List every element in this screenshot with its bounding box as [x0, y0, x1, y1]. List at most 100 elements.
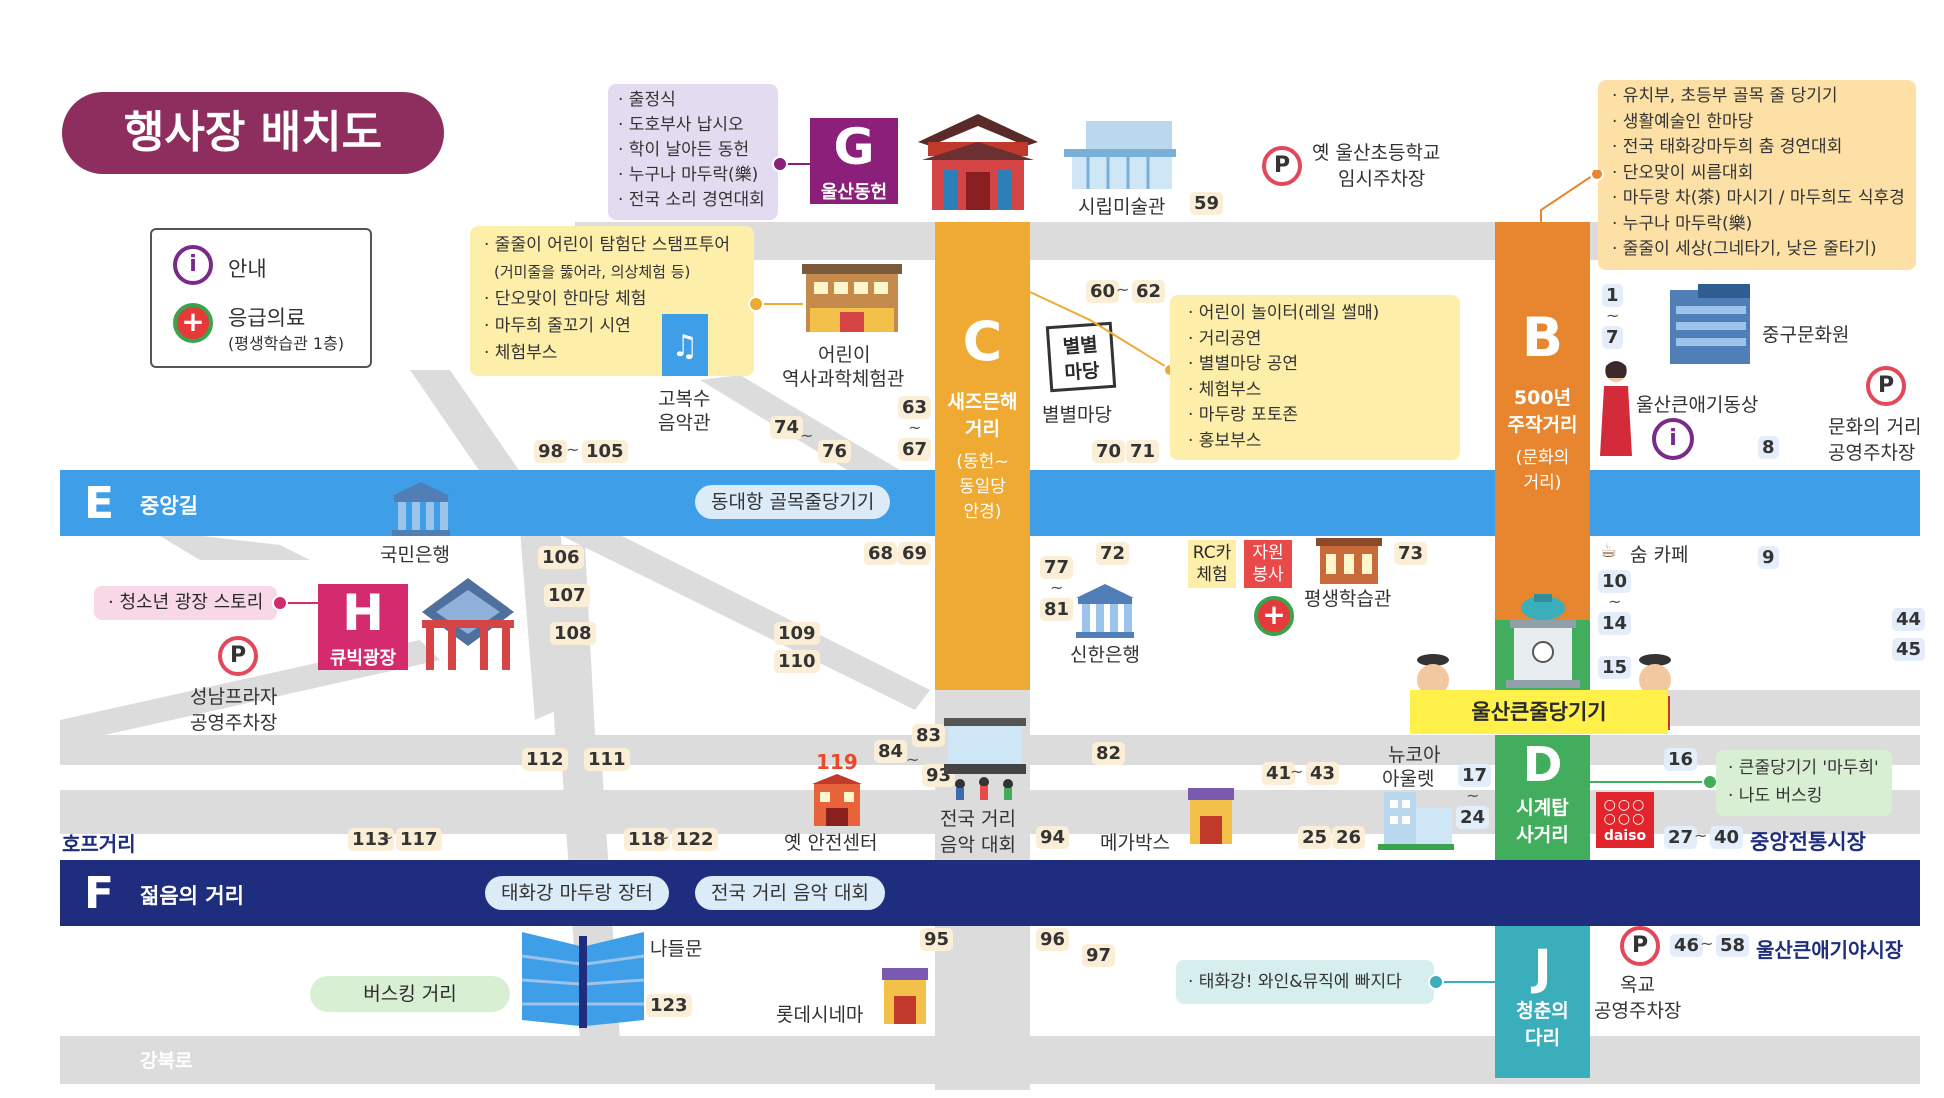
num-17: 17 [1458, 764, 1492, 787]
street-c-letter: C [962, 310, 1003, 373]
street-b-sub1: (문화의 [1515, 448, 1570, 468]
g-events-box: · 출정식 · 도호부사 납시오 · 학이 날아든 동헌 · 누구나 마두락(樂… [608, 84, 778, 220]
naddeulmun-gate-icon [521, 932, 645, 1028]
tilde-60-62: ~ [1116, 280, 1130, 299]
volunteer-label-1: 자원 [1252, 543, 1284, 563]
rc-label-2: 체험 [1196, 565, 1228, 585]
c-connector [755, 303, 803, 305]
street-j-band: J 청춘의 다리 [1495, 926, 1590, 1078]
rc-label-1: RC카 [1192, 543, 1232, 563]
num-58: 58 [1716, 934, 1750, 957]
b-connector [1540, 170, 1604, 226]
medical-icon: + [173, 303, 213, 343]
newcore-outlet-icon [1378, 792, 1454, 850]
star-yard-label: 별별마당 [1042, 404, 1112, 426]
c-event-2: · 단오맞이 한마당 체험 [484, 289, 647, 309]
num-7: 7 [1602, 326, 1623, 349]
street-c-sub3: 안경) [963, 502, 1002, 522]
volunteer-label-2: 봉사 [1252, 565, 1284, 585]
num-16: 16 [1664, 748, 1698, 771]
tilde-84-93: ~ [906, 750, 920, 769]
safety-center-icon [812, 774, 862, 826]
street-c-sub1: (동헌~ [956, 452, 1009, 472]
street-b-letter: B [1521, 306, 1564, 369]
kookmin-label: 국민은행 [380, 544, 450, 566]
street-f-pill-music: 전국 거리 음악 대회 [695, 876, 885, 910]
central-market-label: 중앙전통시장 [1750, 830, 1866, 854]
art-museum-icon [1064, 121, 1176, 189]
num-44: 44 [1892, 608, 1926, 631]
num-106: 106 [538, 546, 584, 569]
street-c-name2: 거리 [965, 418, 1000, 440]
tilde-10-14: ~ [1608, 592, 1622, 611]
num-24: 24 [1456, 806, 1490, 829]
night-market-label: 울산큰애기야시장 [1756, 938, 1904, 962]
newcore-label-1: 뉴코아 [1388, 744, 1441, 766]
street-e-letter: E [84, 478, 115, 529]
street-f-name: 젊음의 거리 [140, 884, 244, 908]
num-46: 46 [1670, 934, 1704, 957]
zone-h-badge [318, 584, 408, 670]
junggu-culture-center-icon [1670, 284, 1750, 364]
tilde-118-122: ~ [656, 828, 670, 847]
num-94: 94 [1036, 826, 1070, 849]
num-10: 10 [1598, 570, 1632, 593]
h-event-pill: · 청소년 광장 스토리 [94, 586, 278, 620]
num-76: 76 [818, 440, 852, 463]
naddeulmun-label: 나들문 [650, 938, 703, 960]
old-school-label-1: 옛 울산초등학교 [1312, 142, 1441, 164]
lifelong-learning-icon [1316, 538, 1382, 584]
map-title: 행사장 배치도 [123, 107, 383, 158]
busking-street-pill: 버스킹 거리 [310, 976, 510, 1012]
j-connector [1434, 981, 1496, 983]
g-connector [778, 163, 810, 165]
daiso-dots: ○○○○○○ [1603, 797, 1647, 827]
tilde-77-81: ~ [1050, 578, 1064, 597]
star-event-2: · 별별마당 공연 [1188, 354, 1299, 374]
c-events-box: · 줄줄이 어린이 탐험단 스탬프투어 (거미줄을 뚫어라, 의상체험 등) ·… [470, 226, 754, 376]
c-event-4: · 체험부스 [484, 343, 558, 363]
num-111: 111 [584, 748, 630, 771]
num-41: 41 [1262, 762, 1296, 785]
num-15: 15 [1598, 656, 1632, 679]
tilde-63-67: ~ [908, 418, 922, 437]
tilde-113-117: ~ [380, 828, 394, 847]
parking-icon-okgyo: P [1620, 926, 1660, 966]
gobok-music-hall-icon: ♫ [662, 314, 708, 376]
num-123: 123 [646, 994, 692, 1017]
num-26: 26 [1332, 826, 1366, 849]
music-contest-label-2: 음악 대회 [940, 834, 1016, 856]
num-67: 67 [898, 438, 932, 461]
num-71: 71 [1126, 440, 1160, 463]
tilde-41-43: ~ [1290, 762, 1304, 781]
num-97: 97 [1082, 944, 1116, 967]
num-84: 84 [874, 740, 908, 763]
street-d-name2: 사거리 [1516, 824, 1569, 846]
parking-icon-old-school: P [1262, 146, 1302, 186]
street-e-name: 중앙길 [140, 494, 198, 518]
map-title-badge [62, 92, 444, 174]
num-70: 70 [1092, 440, 1126, 463]
tilde-98-105: ~ [566, 440, 580, 459]
newcore-label-2: 아울렛 [1382, 768, 1435, 790]
junggu-culture-label: 중구문화원 [1762, 324, 1850, 346]
parking-icon-culture: P [1866, 366, 1906, 406]
legend-info-label: 안내 [228, 257, 267, 281]
street-b-band: B 500년 주작거리 (문화의 거리) [1495, 222, 1590, 622]
num-62: 62 [1132, 280, 1166, 303]
science-museum-label-2: 역사과학체험관 [782, 368, 905, 390]
star-event-1: · 거리공연 [1188, 328, 1262, 349]
gobok-label-2: 음악관 [658, 412, 711, 434]
tilde-1-7: ~ [1606, 306, 1620, 325]
street-f-pill-market: 태화강 마두랑 장터 [485, 876, 669, 910]
num-113: 113 [348, 828, 394, 851]
info-icon: i [173, 245, 213, 285]
num-112: 112 [522, 748, 568, 771]
zone-h-letter: H [342, 584, 384, 642]
street-c-name1: 새즈믄해 [947, 391, 1018, 413]
num-14: 14 [1598, 612, 1632, 635]
street-c-sub2: 동일당 [959, 477, 1006, 497]
street-d-name1: 시계탑 [1516, 797, 1569, 819]
num-96: 96 [1036, 928, 1070, 951]
